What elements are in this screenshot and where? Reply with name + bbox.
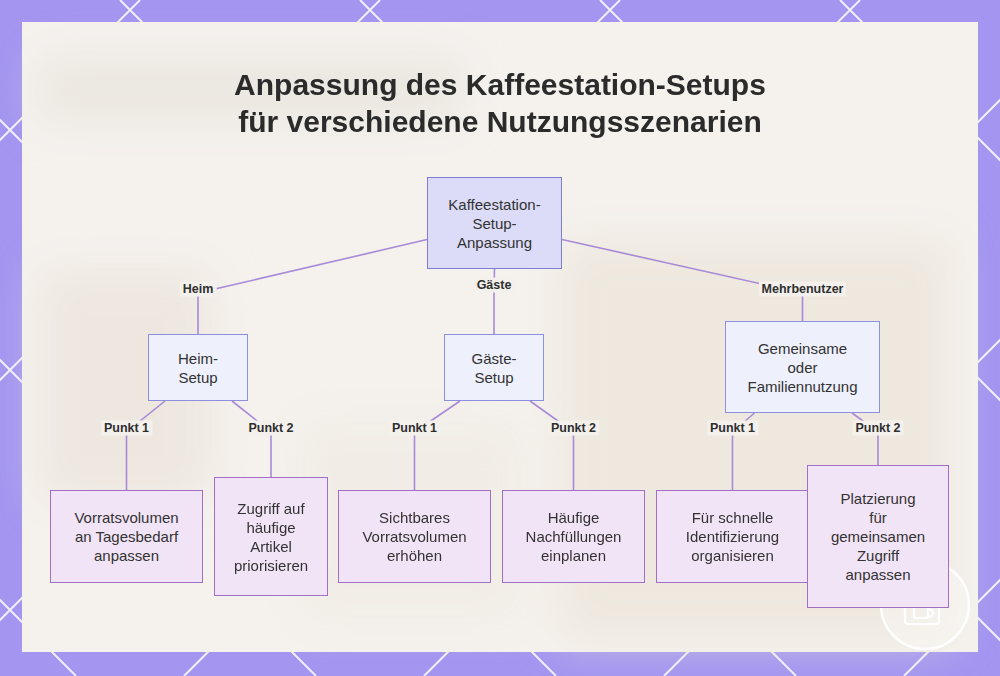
leaf-box: Zugriff auf häufige Artikel priorisieren (214, 477, 328, 596)
box-text: Heim-Setup (172, 349, 224, 387)
connector (232, 401, 271, 477)
box-text: Für schnelle Identifizierung organisiere… (673, 508, 792, 565)
leaf-box: Vorratsvolumen an Tagesbedarf anpassen (50, 490, 203, 583)
box-text: Kaffeestation-Setup-Anpassung (439, 195, 551, 252)
connector (127, 401, 166, 490)
leaf-box: Häufige Nachfüllungen einplanen (502, 490, 645, 583)
edge-label: Punkt 1 (389, 421, 440, 436)
connector (415, 401, 461, 490)
leaf-box: Für schnelle Identifizierung organisiere… (656, 490, 809, 583)
box-text: Gäste-Setup (466, 349, 522, 387)
connector (530, 401, 574, 490)
edge-label: Gäste (474, 278, 515, 293)
leaf-box: Sichtbares Vorratsvolumen erhöhen (338, 490, 491, 583)
category-box: Heim-Setup (148, 334, 248, 401)
box-text: Gemeinsame oder Familiennutzung (745, 339, 860, 396)
blurred-photo (40, 60, 950, 640)
box-text: Platzierung für gemeinsamen Zugriff anpa… (831, 489, 926, 584)
root-box: Kaffeestation-Setup-Anpassung (427, 177, 562, 269)
edge-label: Punkt 2 (245, 421, 296, 436)
title-wrap: Anpassung des Kaffeestation-Setups für v… (0, 66, 1000, 140)
category-box: Gäste-Setup (444, 334, 544, 401)
edge-label: Heim (180, 282, 217, 297)
box-text: Häufige Nachfüllungen einplanen (517, 508, 630, 565)
edge-label: Punkt 1 (101, 421, 152, 436)
edge-label: Punkt 2 (548, 421, 599, 436)
card (22, 22, 978, 652)
category-box: Gemeinsame oder Familiennutzung (725, 321, 880, 413)
connector (562, 240, 803, 321)
box-text: Zugriff auf häufige Artikel priorisieren (229, 499, 313, 575)
edge-label: Mehrbenutzer (759, 282, 847, 297)
edge-label: Punkt 1 (707, 421, 758, 436)
leaf-box: Platzierung für gemeinsamen Zugriff anpa… (807, 465, 949, 608)
connector (198, 240, 427, 334)
box-text: Vorratsvolumen an Tagesbedarf anpassen (67, 508, 186, 565)
diagram-title: Anpassung des Kaffeestation-Setups für v… (223, 66, 778, 140)
edge-label: Punkt 2 (852, 421, 903, 436)
box-text: Sichtbares Vorratsvolumen erhöhen (355, 508, 474, 565)
